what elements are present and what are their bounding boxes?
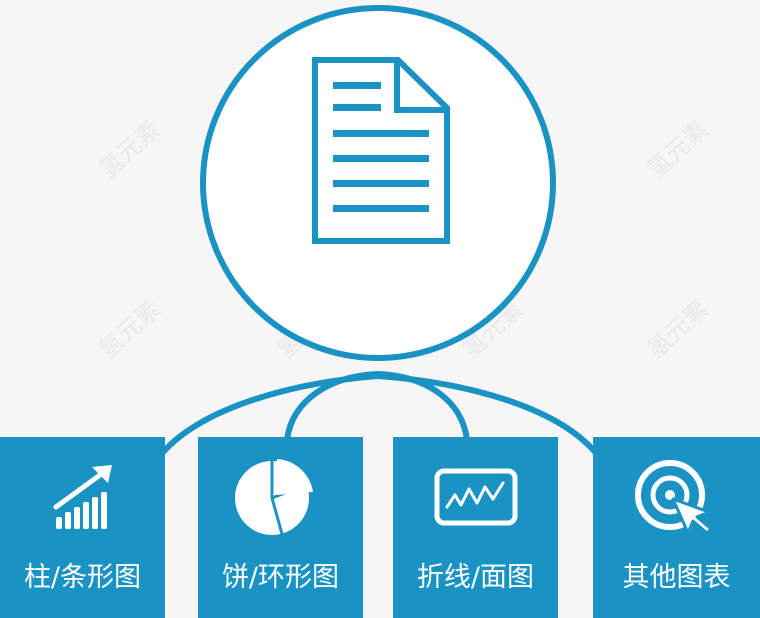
tile-label-line: 折线/面图	[416, 562, 535, 593]
category-tile-other[interactable]: 其他图表	[593, 437, 760, 618]
target-cursor-icon	[635, 460, 713, 535]
bar-chart-icon	[53, 465, 112, 529]
tile-label-bar: 柱/条形图	[23, 562, 142, 593]
category-tile-pie[interactable]: 饼/环形图	[198, 437, 363, 618]
category-tile-bar[interactable]: 柱/条形图	[0, 437, 165, 618]
tile-label-pie: 饼/环形图	[221, 562, 340, 593]
tile-label-other: 其他图表	[622, 562, 731, 593]
line-chart-icon	[434, 468, 518, 526]
inner-connector-arc	[284, 370, 470, 441]
category-tile-line[interactable]: 折线/面图	[393, 437, 558, 618]
pie-chart-icon	[235, 459, 313, 535]
